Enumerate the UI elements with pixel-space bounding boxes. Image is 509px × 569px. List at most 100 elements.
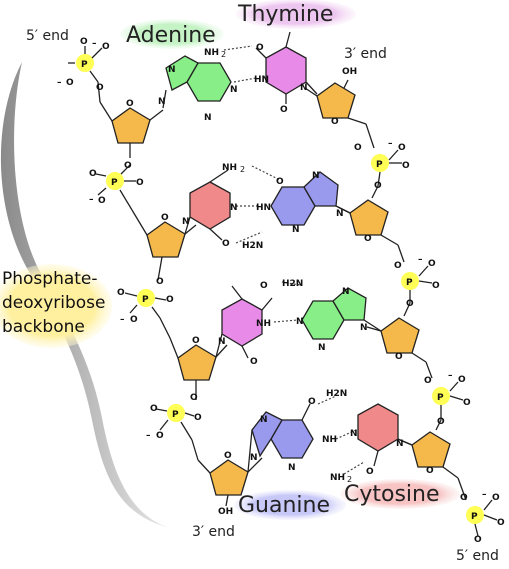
label-cytosine: Cytosine [344, 482, 440, 507]
atom-p-r3: P [437, 393, 444, 403]
label-5-end-top: 5′ end [26, 28, 69, 44]
thymine-label-highlight [236, 0, 356, 29]
label-thymine: Thymine [237, 2, 333, 27]
sugar-left-1 [111, 107, 151, 144]
label-backbone-line3: backbone [2, 317, 85, 337]
adenine2-n1: N [296, 317, 304, 327]
guanine2-n7: N [260, 415, 268, 425]
cytosine-molecule-1 [184, 169, 231, 241]
atom-p-l1: P [81, 60, 88, 70]
atom-o-l4a: O [150, 404, 158, 414]
phosphate-right-1 [371, 149, 402, 187]
charge-minus-l2: – [89, 195, 94, 205]
atom-p-r2: P [406, 278, 413, 288]
sugar-o-r2: O [364, 234, 372, 244]
adenine1-n9: N [158, 97, 166, 107]
cytosine1-nh-subscript: 2 [240, 165, 245, 174]
sugar-o-r1: O [331, 117, 339, 127]
cytosine2-o2: O [366, 467, 374, 477]
guanine-molecule-2 [247, 403, 314, 473]
adenine2-n3: N [318, 343, 326, 353]
atom-o-r4c: O [497, 518, 505, 528]
atom-o-r4a: O [460, 493, 468, 503]
atom-o-r4b: O [492, 493, 500, 503]
phosphate-right-3 [432, 381, 464, 420]
charge-minus-l4: – [146, 431, 151, 441]
cytosine1-o2: O [222, 239, 230, 249]
label-3-end-top: 3′ end [344, 46, 387, 62]
atom-p-r1: P [376, 160, 383, 170]
cytosine-molecule-2 [357, 403, 413, 467]
atom-o-l2d: O [136, 178, 144, 188]
thymine2-o4: O [260, 281, 268, 291]
atom-o-l3d: O [166, 295, 174, 305]
label-guanine: Guanine [238, 493, 330, 518]
cytosine2-n3: N [350, 429, 358, 439]
atom-o-l1c: O [66, 78, 74, 88]
charge-minus-l3: – [120, 315, 125, 325]
sugar-right-2 [349, 199, 389, 236]
atom-o-l2a: O [89, 169, 97, 179]
atom-p-l3: P [142, 295, 149, 305]
phosphate-left-2 [95, 164, 136, 196]
thymine-molecule-1 [255, 31, 318, 104]
thymine1-n1: N [300, 83, 308, 93]
sugar-o-r3: O [395, 352, 403, 362]
phosphate-left-1 [68, 46, 103, 83]
charge-minus-l1a: – [92, 39, 97, 49]
charge-minus-r1: – [388, 139, 393, 149]
label-adenine: Adenine [126, 23, 216, 48]
atom-o-l1d: O [96, 83, 104, 93]
sugar-o-l1: O [126, 99, 134, 109]
cytosine-label-highlight [340, 479, 460, 509]
thymine1-o4: O [256, 43, 264, 53]
guanine1-n3: N [292, 225, 300, 235]
atom-o-l2b: O [98, 196, 106, 206]
atom-o-l4d: O [194, 413, 202, 423]
atom-o-r3c: O [463, 398, 471, 408]
charge-minus-r2: – [418, 255, 423, 265]
thymine2-nh: NH [256, 319, 271, 329]
sugar-left-4 [209, 459, 249, 496]
thymine-molecule-2 [215, 285, 273, 359]
atom-o-r1a: O [354, 143, 362, 153]
sugar-o-r4: O [426, 466, 434, 476]
cytosine1-n3: N [230, 203, 238, 213]
thymine2-n1: N [218, 337, 226, 347]
guanine-label-highlight [234, 490, 346, 520]
charge-minus-r3: – [448, 371, 453, 381]
adenine2-h2n: H2N [282, 279, 303, 289]
adenine2-n9: N [360, 323, 368, 333]
phosphate-right-4 [466, 499, 498, 537]
atom-o-l3a: O [117, 288, 125, 298]
adenine1-n3: N [204, 113, 212, 123]
cytosine1-n1: N [182, 217, 190, 227]
atom-o-r3d: O [437, 417, 445, 427]
atom-o-r2c: O [432, 281, 440, 291]
guanine1-n7: N [312, 171, 320, 181]
guanine2-nh-subscript: 2 [347, 475, 352, 484]
cytosine1-nh-label: NH [222, 163, 237, 173]
guanine1-n9: N [336, 209, 344, 219]
label-backbone-line1: Phosphate- [2, 269, 98, 289]
atom-o-l1a: O [80, 37, 88, 47]
charge-minus-r4: – [482, 490, 487, 500]
sugar-o-l4: O [224, 451, 232, 461]
hydroxyl-bottom: OH [218, 507, 233, 517]
guanine2-o6: O [308, 397, 316, 407]
atom-o-l4c: O [190, 393, 198, 403]
charge-minus-l1b: – [57, 78, 62, 88]
sugar-right-4 [411, 431, 451, 468]
guanine1-o6: O [276, 177, 284, 187]
guanine2-nh: NH [322, 435, 337, 445]
atom-o-r2b: O [428, 259, 436, 269]
sugar-left-2 [146, 221, 186, 258]
atom-o-l3b: O [130, 315, 138, 325]
label-3-end-bottom: 3′ end [192, 524, 235, 540]
guanine2-nh-label: NH [330, 473, 345, 483]
sugar-right-3 [380, 317, 420, 354]
atom-o-l4b: O [156, 431, 164, 441]
phosphate-left-3 [124, 289, 167, 319]
label-backbone-line2: deoxyribose [2, 293, 105, 313]
